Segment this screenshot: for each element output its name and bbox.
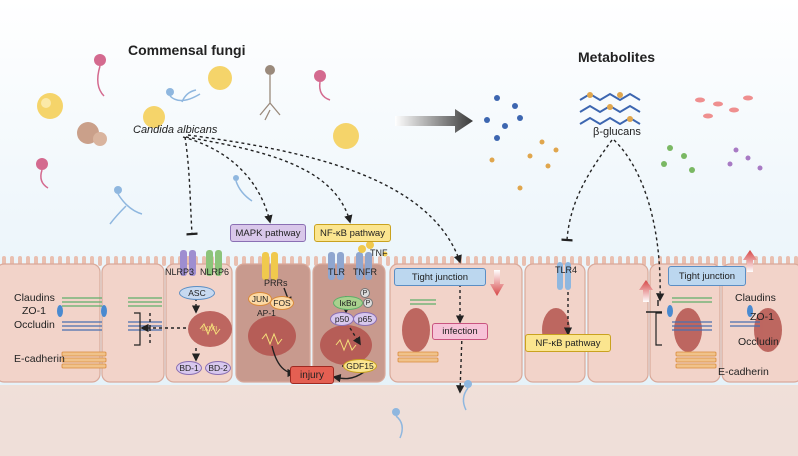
tlr-label: TLR [328,267,346,277]
tight-junction-box-left: Tight junction [394,268,486,286]
bd1-peptide: BD-1 [176,361,202,375]
zo1-label-left: ZO-1 [22,305,46,317]
phospho-p-top: P [360,288,370,298]
nucleus [402,308,430,352]
fungi-cluster [36,54,472,439]
ikba-protein: IκBα [333,296,363,310]
asc-adaptor: ASC [179,286,215,300]
phospho-p-bottom: P [363,298,373,308]
tight-junction-box-right: Tight junction [668,266,746,286]
increase-arrow [639,280,653,302]
heading-commensal-fungi: Commensal fungi [128,42,246,58]
organism-label: Candida albicans [133,124,218,136]
dna-marks [199,322,357,352]
injury-box: injury [290,366,334,384]
p50-protein: p50 [330,312,354,326]
nfkb-pathway-box: NF-κB pathway [314,224,391,242]
beta-glucans-label: β-glucans [593,126,641,138]
gdf15-protein: GDF15 [343,359,377,373]
nfkb-pathway-box-right: NF-κB pathway [525,334,611,352]
prrs-label: PRRs [264,278,288,288]
p65-protein: p65 [353,312,377,326]
jun-protein: JUN [248,292,272,306]
tlr4-label: TLR4 [555,265,578,275]
tnfr-label: TNFR [353,267,377,277]
tnf-label: TNF [370,248,388,258]
inhibition-line-nlrp [184,136,198,236]
mould-spore [36,158,48,170]
epithelial-cell [587,263,649,383]
beta-glucan-lattice [579,92,641,126]
fos-protein: FOS [270,296,294,310]
left-junction-complex [57,297,760,369]
zo1-label-right: ZO-1 [750,311,774,323]
arrow-to-tight-junction [187,134,462,264]
yeast-cell [208,66,232,90]
decrease-arrow [490,270,504,296]
mould-spore [314,70,326,82]
ecadherin-label-left: E-cadherin [14,353,65,365]
mould-spore [94,54,106,66]
infection-box: infection [432,323,488,340]
arrow-to-mapk [182,136,273,224]
heading-metabolites: Metabolites [578,49,656,65]
receptor-shapes [180,241,571,290]
bd2-peptide: BD-2 [205,361,231,375]
dna-mark-label: IXIXI [202,326,218,333]
lamina-propria [0,385,798,456]
transition-arrow [395,109,473,133]
occludin-label-right: Occludin [738,336,779,348]
nucleus [248,316,296,356]
nlrp3-label: NLRP3 [165,267,195,277]
yeast-cell [143,106,165,128]
nlrp6-label: NLRP6 [200,267,230,277]
increase-arrow [743,250,757,272]
bracket-lines [134,312,662,346]
signal-arrows [140,134,665,394]
claudins-label-right: Claudins [735,292,776,304]
ap1-label: AP-1 [257,308,276,318]
claudins-label-left: Claudins [14,292,55,304]
mapk-pathway-box: MAPK pathway [230,224,306,242]
occludin-label-left: Occludin [14,319,55,331]
arrow-to-right-junction [613,139,665,302]
yeast-cell [333,123,359,149]
ecadherin-label-right: E-cadherin [718,366,769,378]
metabolite-particles [484,95,763,191]
epithelial-cell [101,263,165,383]
nucleus [754,308,782,352]
fungal-cap [265,65,275,75]
inhibition-line-tlr4 [561,139,613,242]
hypha [166,88,174,96]
